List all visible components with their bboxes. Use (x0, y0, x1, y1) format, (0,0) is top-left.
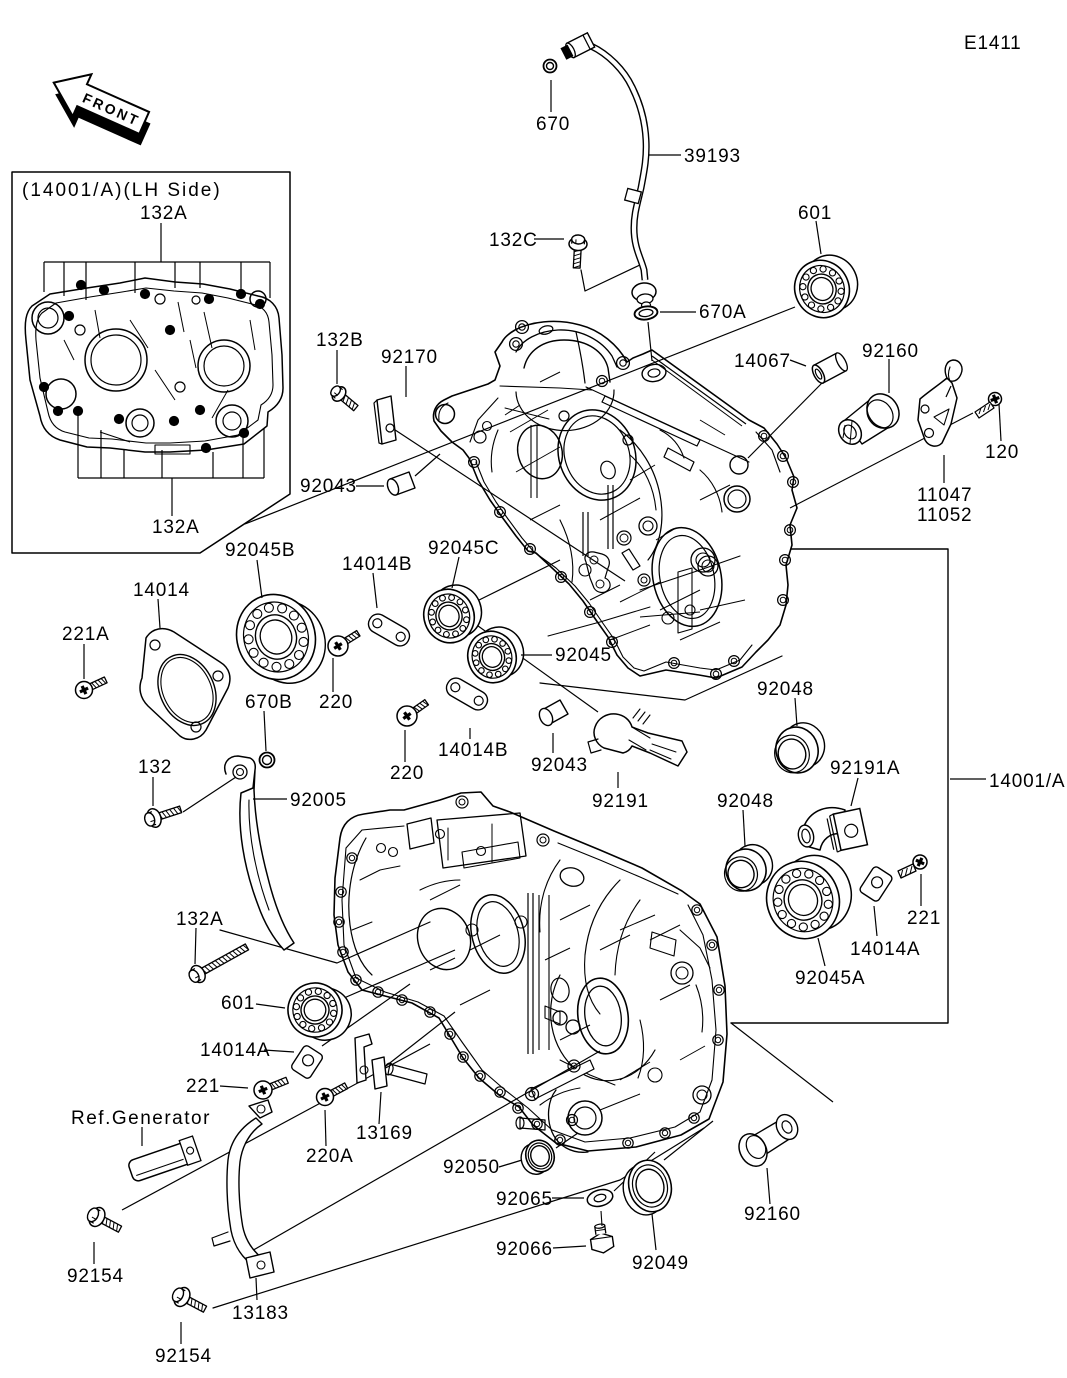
svg-text:92043: 92043 (531, 755, 588, 776)
svg-text:92045B: 92045B (225, 540, 295, 561)
svg-text:670A: 670A (699, 302, 747, 323)
svg-text:11047: 11047 (917, 485, 972, 506)
svg-text:E1411: E1411 (964, 33, 1022, 54)
svg-text:14014A: 14014A (200, 1040, 270, 1061)
svg-text:92066: 92066 (496, 1239, 553, 1260)
svg-text:92043: 92043 (300, 476, 357, 497)
svg-text:132A: 132A (140, 203, 188, 224)
svg-text:92154: 92154 (155, 1346, 212, 1367)
svg-text:92049: 92049 (632, 1253, 689, 1274)
svg-text:92191: 92191 (592, 791, 649, 812)
svg-text:92005: 92005 (290, 790, 347, 811)
svg-text:14014: 14014 (133, 580, 190, 601)
svg-text:92045: 92045 (555, 645, 612, 666)
svg-text:92045A: 92045A (795, 968, 865, 989)
svg-text:221A: 221A (62, 624, 110, 645)
svg-text:670B: 670B (245, 692, 293, 713)
svg-text:92048: 92048 (717, 791, 774, 812)
svg-text:220: 220 (390, 763, 424, 784)
svg-text:221: 221 (907, 908, 941, 929)
svg-text:92045C: 92045C (428, 538, 499, 559)
svg-text:14014B: 14014B (438, 740, 508, 761)
svg-text:92154: 92154 (67, 1266, 124, 1287)
svg-text:92160: 92160 (744, 1204, 801, 1225)
svg-text:220A: 220A (306, 1146, 354, 1167)
svg-text:11052: 11052 (917, 505, 972, 526)
svg-text:601: 601 (798, 203, 832, 224)
svg-text:92191A: 92191A (830, 758, 900, 779)
svg-text:220: 220 (319, 692, 353, 713)
svg-text:Ref.Generator: Ref.Generator (71, 1108, 211, 1129)
svg-text:92050: 92050 (443, 1157, 500, 1178)
svg-text:670: 670 (536, 114, 570, 135)
svg-text:92160: 92160 (862, 341, 919, 362)
svg-text:132C: 132C (489, 230, 538, 251)
svg-text:14014A: 14014A (850, 939, 920, 960)
svg-text:120: 120 (985, 442, 1019, 463)
svg-text:39193: 39193 (684, 146, 741, 167)
svg-text:132B: 132B (316, 330, 364, 351)
svg-text:92065: 92065 (496, 1189, 553, 1210)
svg-text:14001/A: 14001/A (989, 771, 1065, 792)
svg-text:13169: 13169 (356, 1123, 413, 1144)
svg-text:92170: 92170 (381, 347, 438, 368)
svg-text:221: 221 (186, 1076, 220, 1097)
svg-text:601: 601 (221, 993, 255, 1014)
svg-text:92048: 92048 (757, 679, 814, 700)
svg-text:132A: 132A (152, 517, 200, 538)
svg-text:13183: 13183 (232, 1303, 289, 1324)
svg-text:132A: 132A (176, 909, 224, 930)
svg-text:132: 132 (138, 757, 172, 778)
svg-text:14014B: 14014B (342, 554, 412, 575)
svg-text:14067: 14067 (734, 351, 791, 372)
svg-text:(14001/A)(LH Side): (14001/A)(LH Side) (22, 180, 222, 201)
